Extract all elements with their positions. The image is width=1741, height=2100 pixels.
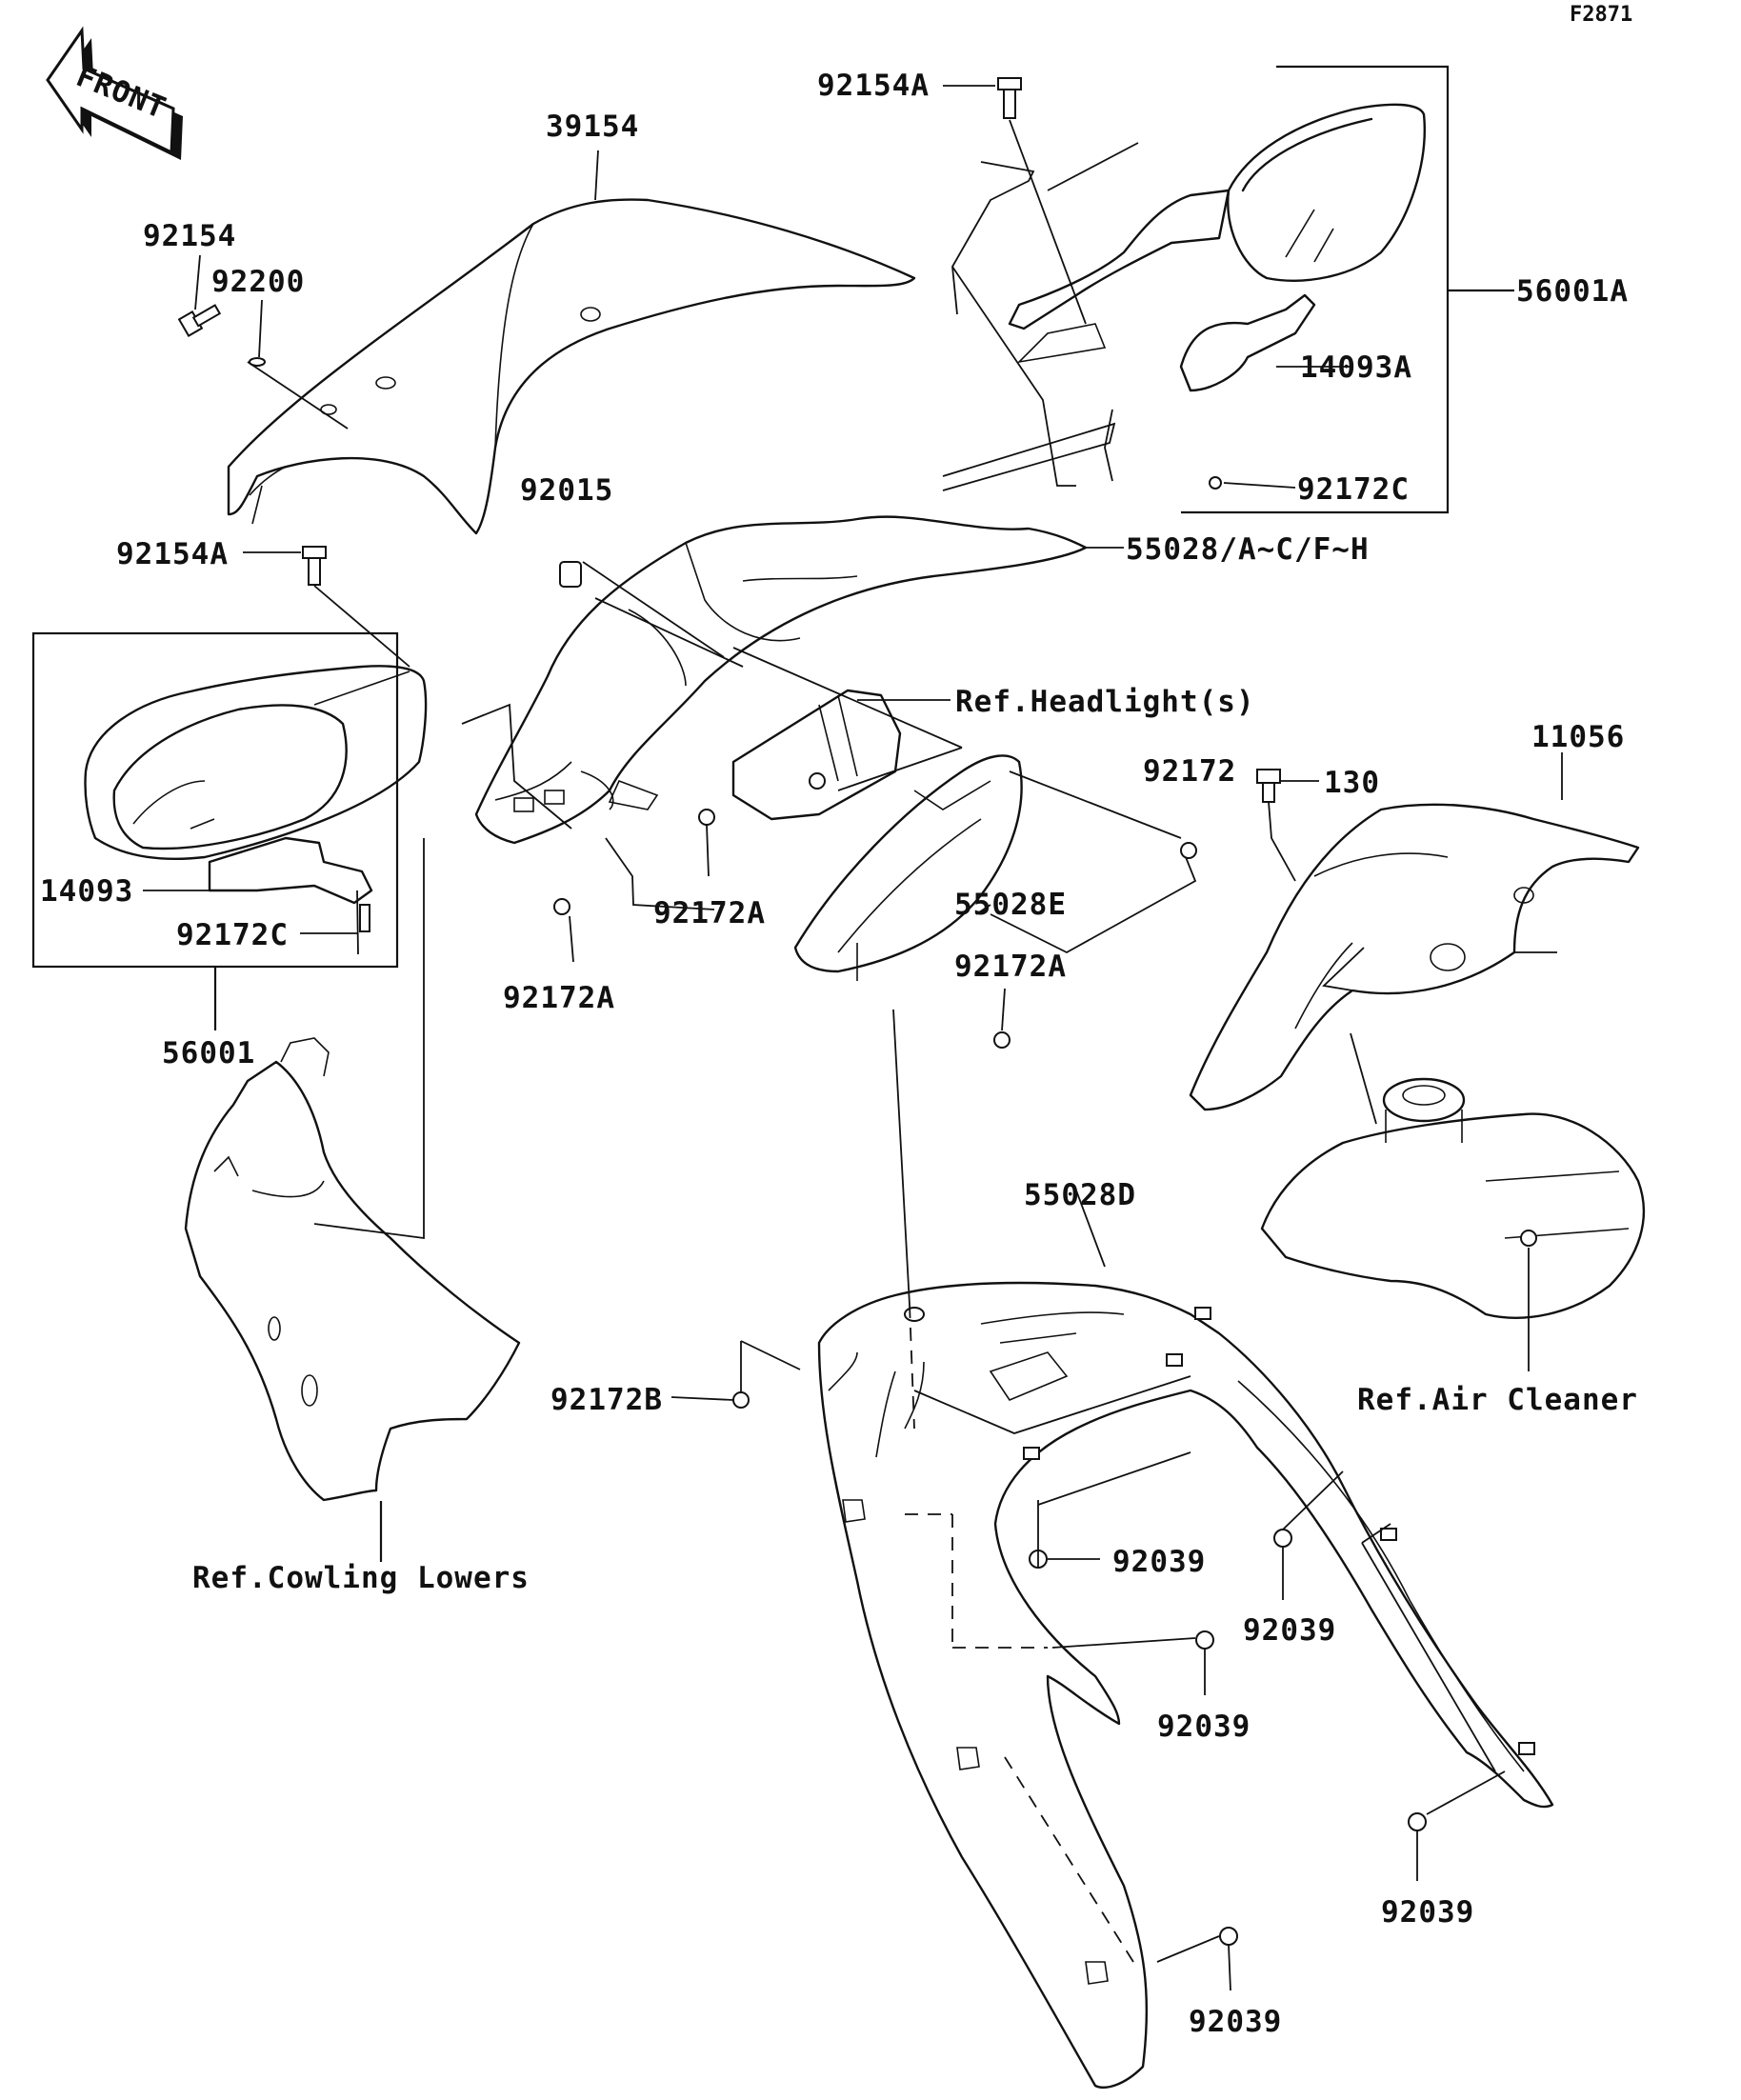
left-side-cowl <box>184 1037 521 1502</box>
label-14093: 14093 <box>40 874 133 909</box>
label-92154: 92154 <box>143 219 236 253</box>
label-92172C-right: 92172C <box>1297 472 1410 507</box>
part-labels: 39154 92154 92200 92154A 56001A 14093A 9… <box>40 69 1638 2039</box>
inner-cover-55028D <box>817 1281 1554 2089</box>
screw-92172A-low <box>553 898 570 915</box>
left-mirror-bracket-14093 <box>208 836 373 905</box>
label-92172B: 92172B <box>550 1383 663 1417</box>
label-11056: 11056 <box>1531 720 1625 754</box>
label-92039-a: 92039 <box>1112 1545 1206 1579</box>
front-arrow-icon: FRONT <box>46 26 183 160</box>
clip-92039-c <box>1195 1630 1214 1650</box>
label-55028E: 55028E <box>954 888 1067 922</box>
bolt-92154A-top <box>997 77 1022 119</box>
fasteners <box>177 77 1427 1946</box>
label-92172A-right: 92172A <box>954 950 1067 984</box>
label-55028D: 55028D <box>1024 1178 1136 1212</box>
label-92172A-mid: 92172A <box>653 896 766 930</box>
screw-92172A-mid <box>698 809 715 826</box>
label-92039-b: 92039 <box>1243 1613 1336 1648</box>
figure-code: F2871 <box>1570 3 1632 27</box>
screw-92172C-left <box>359 904 370 932</box>
clip-92039-e <box>1219 1927 1238 1946</box>
label-92154A-top: 92154A <box>817 69 930 103</box>
clip-92039-d <box>1408 1812 1427 1831</box>
bracket-11056 <box>1189 803 1640 1111</box>
label-92154A-left: 92154A <box>116 537 229 571</box>
label-55028-set: 55028/A~C/F~H <box>1126 532 1370 567</box>
label-92015: 92015 <box>520 473 613 508</box>
washer-92200 <box>249 357 266 367</box>
label-92039-e: 92039 <box>1189 2005 1282 2039</box>
label-ref-headlight: Ref.Headlight(s) <box>955 685 1255 719</box>
leader-lines <box>143 85 1563 1991</box>
screw-92172A-right <box>993 1031 1011 1049</box>
label-92172A-low: 92172A <box>503 981 615 1015</box>
right-mirror-56001A <box>1008 103 1426 364</box>
label-92172: 92172 <box>1143 754 1236 789</box>
label-56001A: 56001A <box>1516 274 1629 309</box>
label-39154: 39154 <box>546 110 639 144</box>
label-130: 130 <box>1324 766 1380 800</box>
label-ref-cowling-lowers: Ref.Cowling Lowers <box>192 1561 530 1595</box>
clip-92039-b <box>1273 1529 1292 1548</box>
air-cleaner-cover <box>1260 1077 1646 1319</box>
upper-cowl-39154 <box>227 198 916 535</box>
label-92039-d: 92039 <box>1381 1895 1474 1930</box>
screw-92172C-right <box>1209 476 1222 490</box>
label-56001: 56001 <box>162 1036 255 1070</box>
label-92039-c: 92039 <box>1157 1710 1251 1744</box>
label-14093A: 14093A <box>1300 350 1412 385</box>
screw-92172B <box>732 1391 750 1409</box>
grommet-92015 <box>559 561 582 588</box>
bolt-92154A-left <box>302 546 327 586</box>
right-mirror-bracket-14093A <box>1179 293 1316 392</box>
grouping-boxes <box>31 65 1514 1562</box>
label-92200: 92200 <box>211 265 305 299</box>
label-92172C-left: 92172C <box>176 918 289 952</box>
duct-55028E <box>793 754 1023 981</box>
bolt-92154 <box>177 304 222 338</box>
inner-fairing-55028-set <box>474 515 1088 845</box>
left-mirror-56001 <box>84 665 428 860</box>
label-ref-air-cleaner: Ref.Air Cleaner <box>1357 1383 1638 1417</box>
bolt-130 <box>1256 769 1281 803</box>
screw-92172 <box>1180 842 1197 859</box>
